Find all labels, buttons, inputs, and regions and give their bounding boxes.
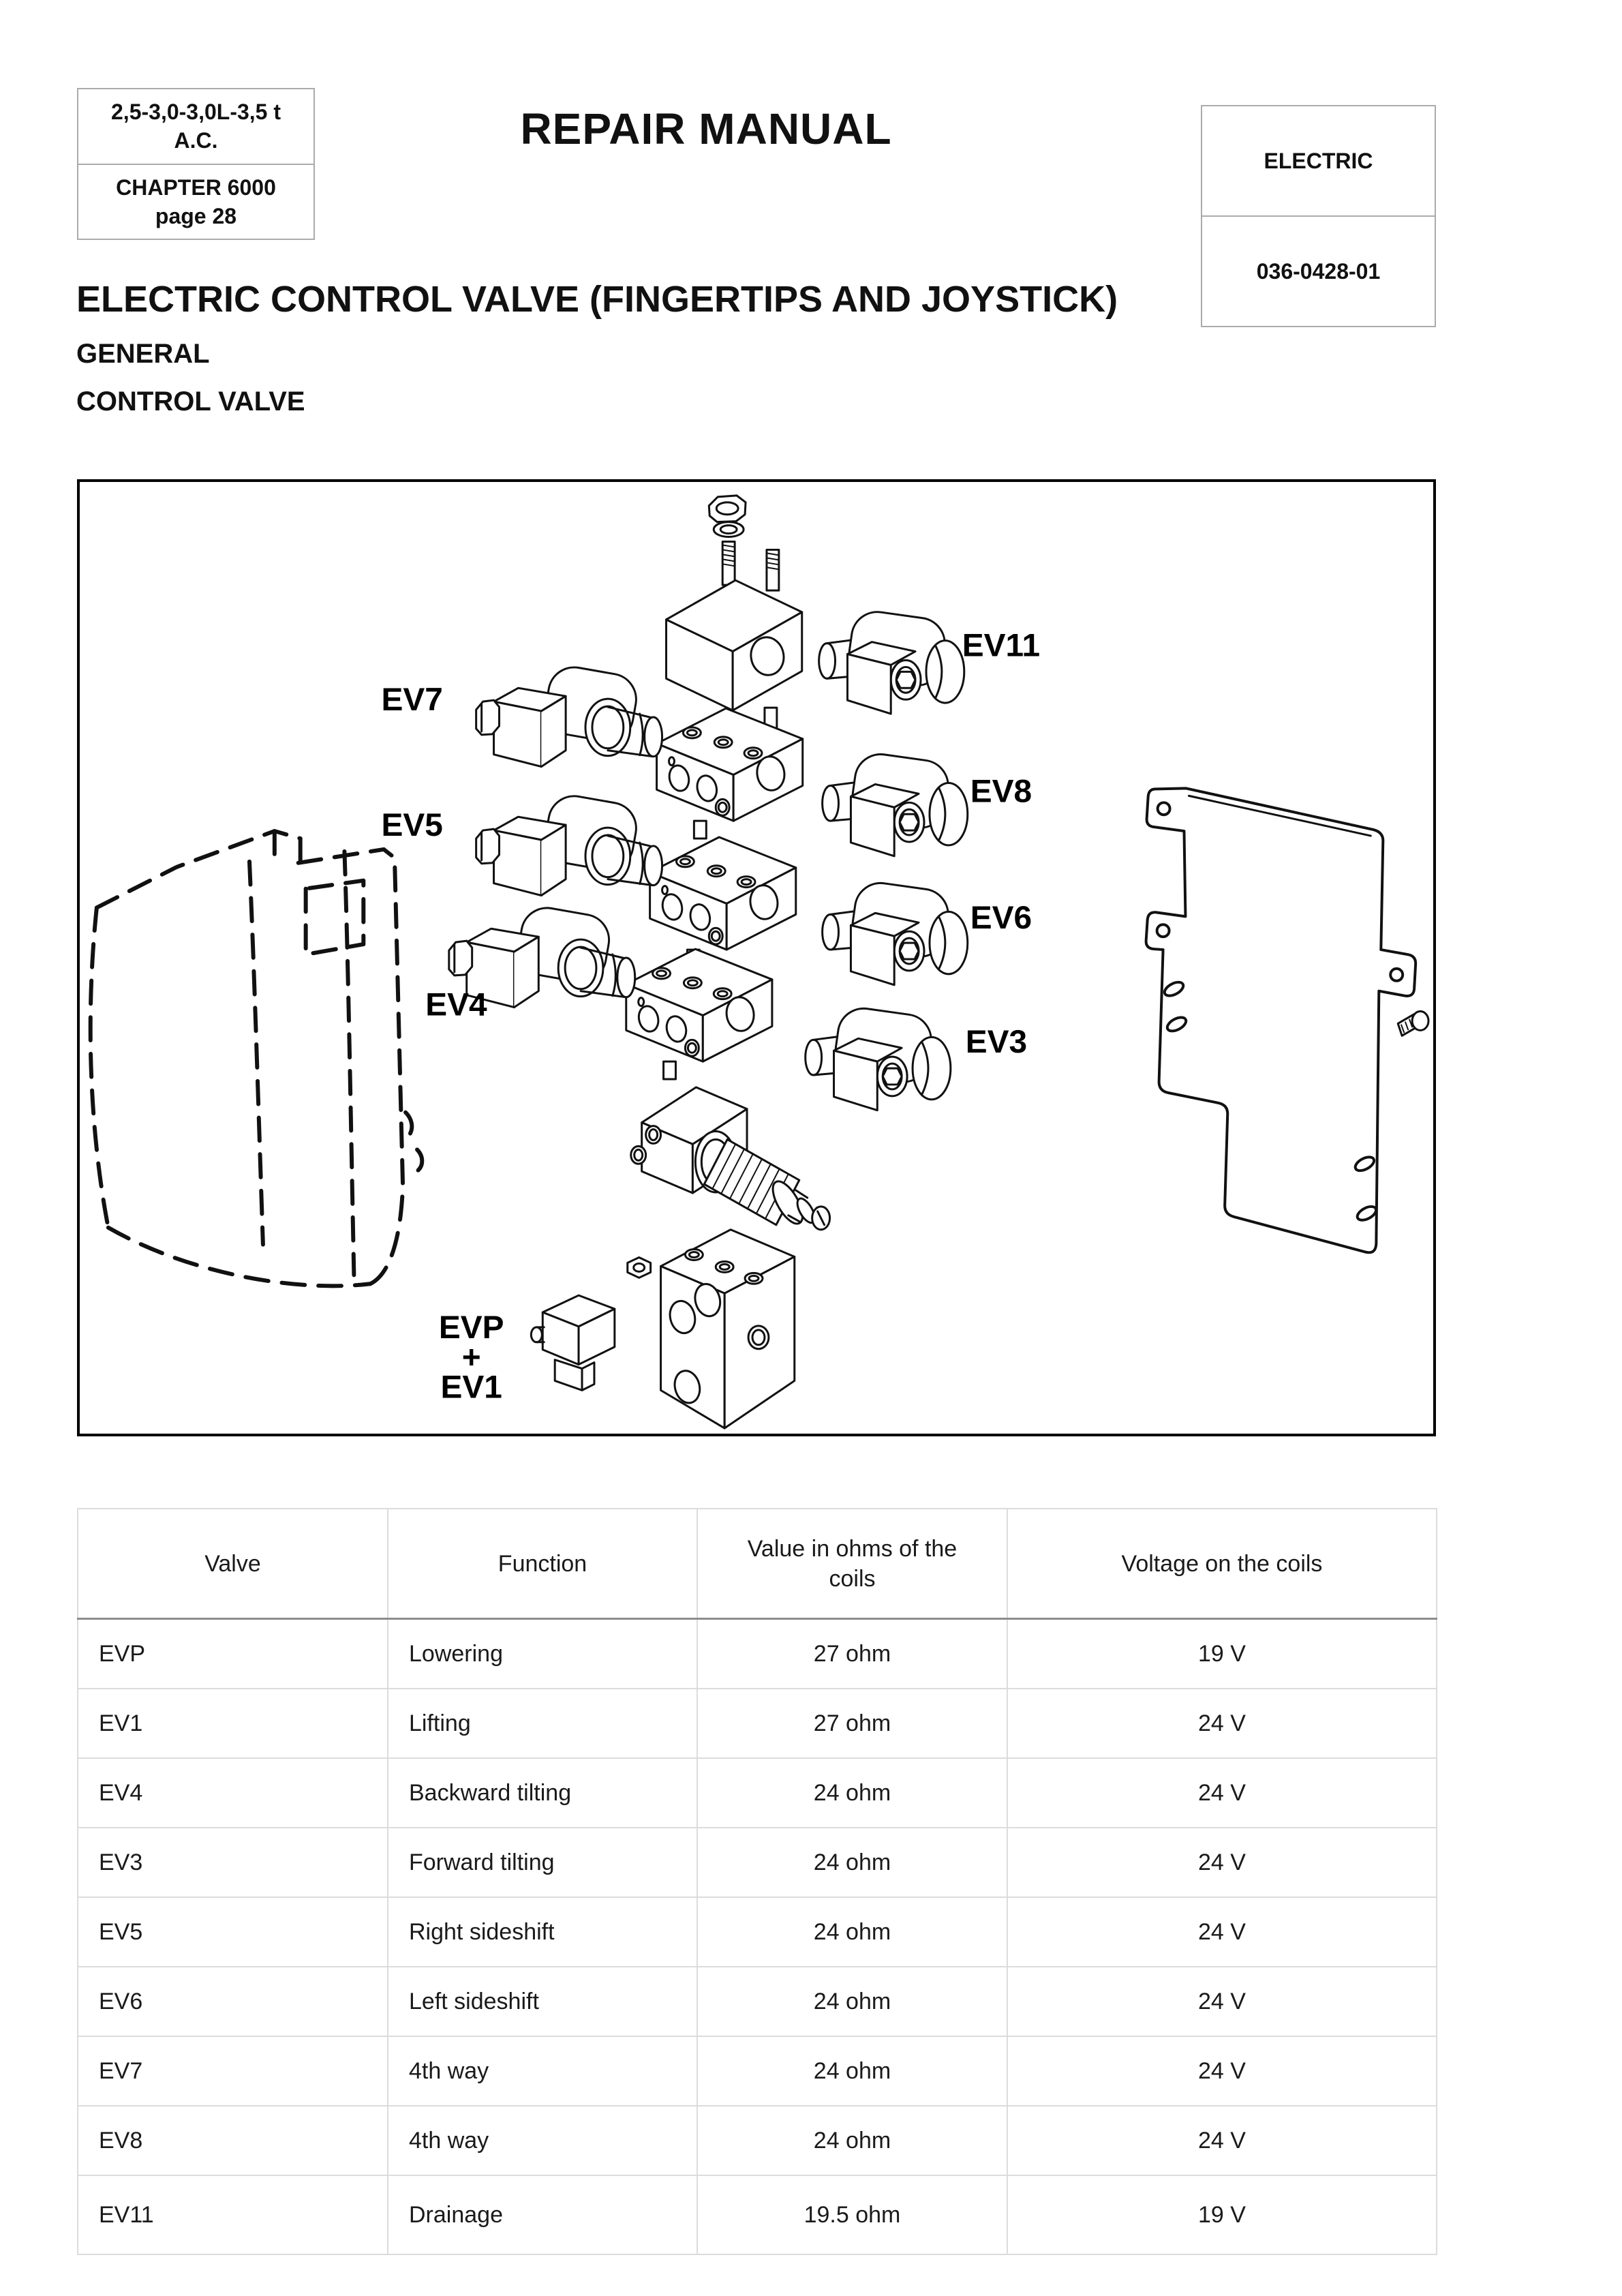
label-ev3: EV3 (966, 1024, 1027, 1060)
col-header-ohms: Value in ohms of the coils (697, 1508, 1008, 1620)
col-header-function: Function (387, 1508, 698, 1620)
section-cell: ELECTRIC (1202, 106, 1435, 217)
label-ev8: EV8 (970, 773, 1032, 809)
cell-function: 4th way (387, 2105, 698, 2176)
top-valve-block (665, 579, 804, 768)
cell-valve: EV6 (77, 1966, 388, 2037)
cell-ohms: 27 ohm (697, 1688, 1008, 1759)
table-row: EV11 Drainage 19.5 ohm 19 V (77, 2175, 1437, 2255)
solenoid-valve-ev11 (818, 607, 966, 715)
cell-voltage: 24 V (1007, 1757, 1437, 1828)
evp-connector (530, 1294, 616, 1391)
table-row: EVP Lowering 27 ohm 19 V (77, 1618, 1437, 1689)
table-row: EV6 Left sideshift 24 ohm 24 V (77, 1966, 1437, 2037)
cell-ohms: 24 ohm (697, 2036, 1008, 2106)
solenoid-valve-ev5 (475, 791, 664, 897)
cell-ohms: 27 ohm (697, 1618, 1008, 1689)
solenoid-valve-ev3 (804, 1003, 952, 1112)
header-section-box: ELECTRIC 036-0428-01 (1201, 105, 1436, 327)
cell-function: Lowering (387, 1618, 698, 1689)
subtitle-general: GENERAL (76, 339, 210, 369)
label-ev5: EV5 (382, 807, 443, 843)
model-line2: A.C. (174, 128, 218, 153)
chapter-line1: CHAPTER 6000 (116, 175, 276, 200)
diagram-frame: EV7 EV5 EV4 EV11 EV8 EV6 EV3 EVP + EV1 (77, 479, 1436, 1436)
cell-function: Right sideshift (387, 1897, 698, 1967)
cell-voltage: 24 V (1007, 1897, 1437, 1967)
manifold-block-2 (649, 836, 797, 969)
cell-ohms: 24 ohm (697, 1757, 1008, 1828)
manifold-block-3 (625, 948, 774, 1081)
table-row: EV8 4th way 24 ohm 24 V (77, 2105, 1437, 2176)
model-cell: 2,5-3,0-3,0L-3,5 t A.C. (78, 89, 313, 165)
coil-values-table: Valve Function Value in ohms of the coil… (77, 1508, 1437, 2255)
model-line1: 2,5-3,0-3,0L-3,5 t (111, 100, 281, 125)
cell-ohms: 24 ohm (697, 1897, 1008, 1967)
section-label: ELECTRIC (1264, 149, 1373, 173)
cell-valve: EV5 (77, 1897, 388, 1967)
subtitle-control-valve: CONTROL VALVE (76, 387, 305, 417)
cell-function: Forward tilting (387, 1827, 698, 1898)
header-model-box: 2,5-3,0-3,0L-3,5 t A.C. CHAPTER 6000 pag… (77, 88, 315, 240)
label-ev11: EV11 (962, 628, 1040, 664)
col-header-valve: Valve (77, 1508, 388, 1620)
cell-ohms: 24 ohm (697, 2105, 1008, 2176)
cell-function: Lifting (387, 1688, 698, 1759)
cell-voltage: 24 V (1007, 2036, 1437, 2106)
cell-ohms: 19.5 ohm (697, 2175, 1008, 2255)
label-evp: EVP (439, 1310, 504, 1346)
label-ev7: EV7 (382, 682, 443, 718)
cell-function: Drainage (387, 2175, 698, 2255)
spool-block (630, 1086, 831, 1231)
cell-voltage: 19 V (1007, 2175, 1437, 2255)
cell-voltage: 24 V (1007, 2105, 1437, 2176)
table-row: EV3 Forward tilting 24 ohm 24 V (77, 1827, 1437, 1898)
table-row: EV1 Lifting 27 ohm 24 V (77, 1688, 1437, 1759)
label-ev4: EV4 (425, 987, 487, 1023)
cell-function: Backward tilting (387, 1757, 698, 1828)
chapter-cell: CHAPTER 6000 page 28 (78, 165, 313, 239)
label-plus: + (462, 1340, 481, 1376)
cell-ohms: 24 ohm (697, 1827, 1008, 1898)
document-number: 036-0428-01 (1256, 259, 1381, 284)
cell-valve: EV7 (77, 2036, 388, 2106)
col-header-voltage: Voltage on the coils (1007, 1508, 1437, 1620)
chapter-line2: page 28 (155, 203, 237, 228)
cell-voltage: 24 V (1007, 1966, 1437, 2037)
cell-valve: EVP (77, 1618, 388, 1689)
page-title: ELECTRIC CONTROL VALVE (FINGERTIPS AND J… (76, 279, 1118, 320)
doc-number-cell: 036-0428-01 (1202, 217, 1435, 326)
diagram-labels: EV7 EV5 EV4 EV11 EV8 EV6 EV3 EVP + EV1 (382, 628, 1041, 1406)
mounting-plate (1144, 787, 1418, 1254)
manual-title: REPAIR MANUAL (520, 104, 892, 153)
solenoid-valve-ev7 (475, 662, 664, 768)
manifold-block-1 (656, 707, 804, 840)
table-header-row: Valve Function Value in ohms of the coil… (77, 1508, 1437, 1620)
cell-valve: EV3 (77, 1827, 388, 1898)
cell-voltage: 19 V (1007, 1618, 1437, 1689)
cell-valve: EV8 (77, 2105, 388, 2176)
cell-voltage: 24 V (1007, 1688, 1437, 1759)
cell-ohms: 24 ohm (697, 1966, 1008, 2037)
solenoid-valve-ev6 (821, 879, 969, 986)
cell-valve: EV11 (77, 2175, 388, 2255)
solenoid-valve-ev8 (821, 750, 969, 858)
cell-valve: EV1 (77, 1688, 388, 1759)
cell-voltage: 24 V (1007, 1827, 1437, 1898)
nut-washer-studs (707, 494, 780, 592)
bottom-valve-block (626, 1228, 796, 1430)
table-row: EV7 4th way 24 ohm 24 V (77, 2036, 1437, 2106)
table-row: EV5 Right sideshift 24 ohm 24 V (77, 1897, 1437, 1967)
table-row: EV4 Backward tilting 24 ohm 24 V (77, 1757, 1437, 1828)
plate-screw (1396, 1010, 1430, 1037)
label-ev1: EV1 (441, 1369, 502, 1405)
control-valve-exploded-diagram: EV7 EV5 EV4 EV11 EV8 EV6 EV3 EVP + EV1 (88, 494, 1430, 1430)
cell-valve: EV4 (77, 1757, 388, 1828)
cover-dashed-outline (88, 829, 425, 1288)
cell-function: Left sideshift (387, 1966, 698, 2037)
cell-function: 4th way (387, 2036, 698, 2106)
label-ev6: EV6 (970, 900, 1032, 936)
